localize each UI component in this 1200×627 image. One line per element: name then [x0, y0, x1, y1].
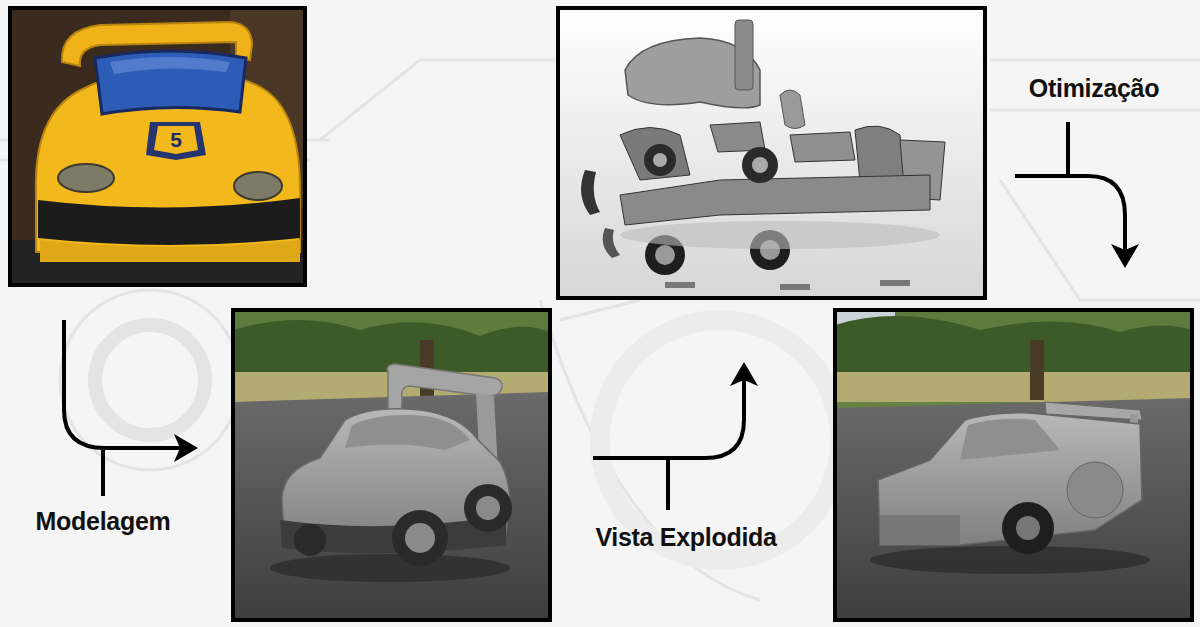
panel-frame: [10, 8, 305, 285]
toy-car-photo: [10, 8, 305, 285]
panel-frame: [233, 310, 550, 620]
exploded-view: [558, 8, 985, 298]
step-label-holder: Vista Explodida: [595, 523, 776, 552]
car-number: 5: [170, 128, 182, 151]
arrow-head: [174, 244, 1139, 462]
flow-arrow: [64, 122, 1125, 510]
step-label-holder: Modelagem: [36, 507, 171, 536]
step-label-holder: Otimização: [1029, 74, 1159, 103]
model-render: [233, 310, 550, 620]
step-label: Vista Explodida: [595, 523, 776, 551]
car-number-holder: 5: [170, 128, 182, 152]
step-label: Otimização: [1029, 74, 1159, 102]
panel-frame: [835, 310, 1192, 620]
panel-frame: [558, 8, 985, 298]
step-label: Modelagem: [36, 507, 171, 535]
optimized-render: [835, 310, 1192, 620]
